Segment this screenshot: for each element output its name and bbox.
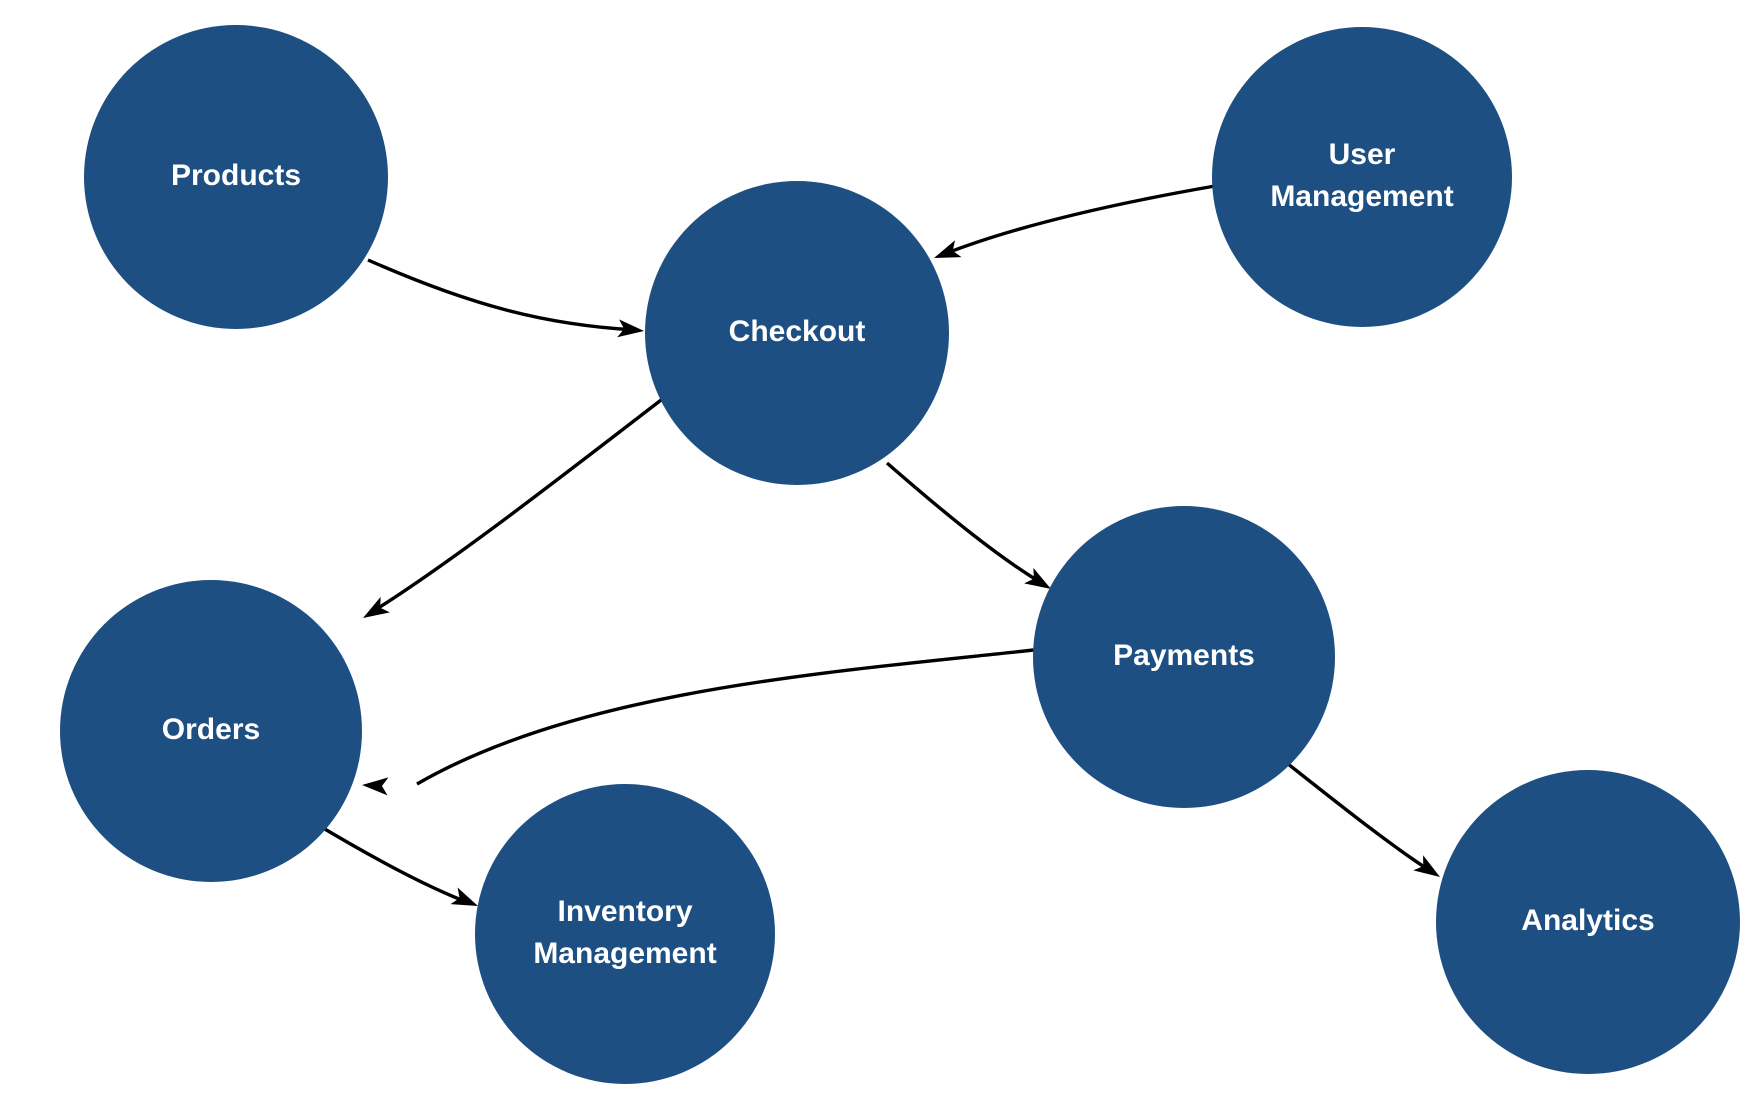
node-circle[interactable] [1212,27,1512,327]
node-circle[interactable] [475,784,775,1084]
arrowhead-icon [934,240,962,258]
node-circle[interactable] [60,580,362,882]
arrowhead-icon [1413,855,1440,877]
arrowhead-icon [363,596,390,618]
edge-user-management-to-checkout [934,184,1216,258]
edge-line [941,184,1216,257]
edge-products-to-checkout [367,258,644,338]
node-payments[interactable]: Payments [1033,506,1335,808]
node-orders[interactable]: Orders [60,580,362,882]
arrowhead-icon [450,887,478,906]
node-circle[interactable] [1436,770,1740,1074]
edge-line [317,823,470,905]
node-analytics[interactable]: Analytics [1436,770,1740,1074]
node-circle[interactable] [645,181,949,485]
node-circle[interactable] [1033,506,1335,808]
edge-line [416,648,1035,786]
edge-line [371,395,667,614]
node-circle[interactable] [84,25,388,329]
edges-layer [317,184,1440,906]
edge-orders-to-inventory-management [317,823,478,906]
edge-line [367,258,637,332]
edge-checkout-to-orders [363,395,667,618]
node-products[interactable]: Products [84,25,388,329]
edge-payments-to-analytics [1281,758,1440,877]
node-checkout[interactable]: Checkout [645,181,949,485]
arrowhead-icon [362,777,389,796]
edge-line [885,461,1044,586]
edge-line [1281,758,1433,874]
arrowhead-icon [617,319,644,338]
edge-payments-to-orders [362,648,1035,796]
edge-checkout-to-payments [885,461,1051,589]
arrowhead-icon [1024,567,1051,589]
